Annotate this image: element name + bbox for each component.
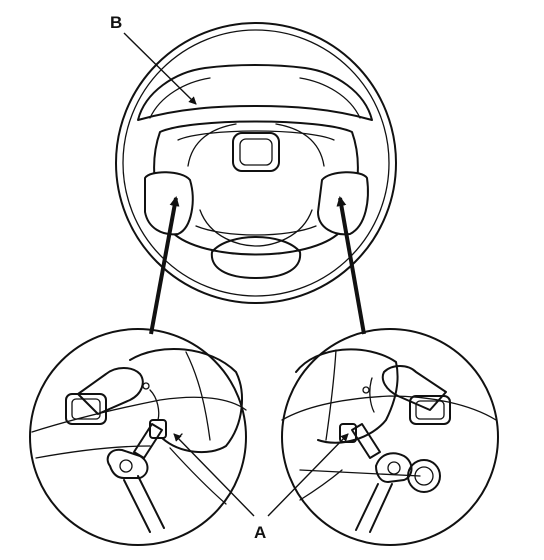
callout-leaders-a bbox=[173, 433, 349, 517]
steering-wheel bbox=[115, 22, 397, 304]
callout-leader-b bbox=[123, 32, 197, 105]
pointer-arrow-left bbox=[149, 196, 180, 335]
pointer-arrow-right bbox=[336, 196, 366, 335]
callout-label-b: B bbox=[110, 13, 122, 32]
detail-view-right bbox=[281, 328, 499, 546]
callout-label-a: A bbox=[254, 523, 266, 542]
detail-view-left bbox=[29, 328, 247, 546]
